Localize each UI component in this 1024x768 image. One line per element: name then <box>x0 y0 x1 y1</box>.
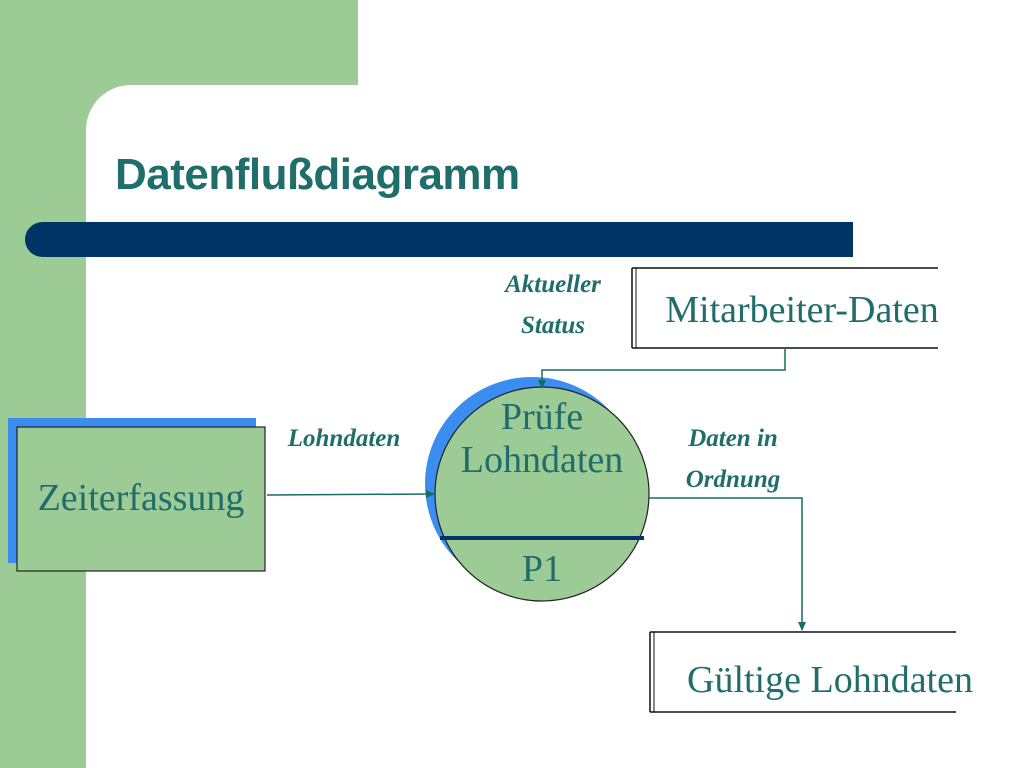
flow-label-output-line1: Daten in <box>687 425 778 452</box>
data-store-gueltige-lohndaten[interactable]: Gültige Lohndaten <box>649 631 973 713</box>
process-pruefe-lohndaten[interactable]: Prüfe Lohndaten P1 <box>425 377 650 602</box>
flow-arrow-lohndaten[interactable] <box>266 490 435 499</box>
flow-arrow-aktueller-status[interactable] <box>538 348 786 389</box>
store-label: Mitarbeiter-Daten <box>665 289 939 331</box>
entity-label: Zeiterfassung <box>38 477 245 519</box>
title-underline-bar <box>25 222 853 257</box>
store-label: Gültige Lohndaten <box>687 659 973 701</box>
flow-arrow-daten-in-ordnung[interactable] <box>649 497 806 631</box>
flow-label-status-line1: Aktueller <box>503 271 601 298</box>
process-id: P1 <box>522 548 562 590</box>
process-name-line2: Lohndaten <box>461 439 624 481</box>
entity-box <box>16 426 266 572</box>
flow-label-lohndaten: Lohndaten <box>287 425 401 452</box>
flow-label-status-line2: Status <box>521 312 585 339</box>
data-store-mitarbeiter-daten[interactable]: Mitarbeiter-Daten <box>631 267 939 349</box>
external-entity-zeiterfassung[interactable]: Zeiterfassung <box>8 418 266 572</box>
store-fill <box>632 268 938 348</box>
store-fill <box>650 632 956 712</box>
flow-label-output-line2: Ordnung <box>686 466 781 493</box>
slide-title: Datenflußdiagramm <box>115 150 520 199</box>
process-name-line1: Prüfe <box>501 396 583 438</box>
